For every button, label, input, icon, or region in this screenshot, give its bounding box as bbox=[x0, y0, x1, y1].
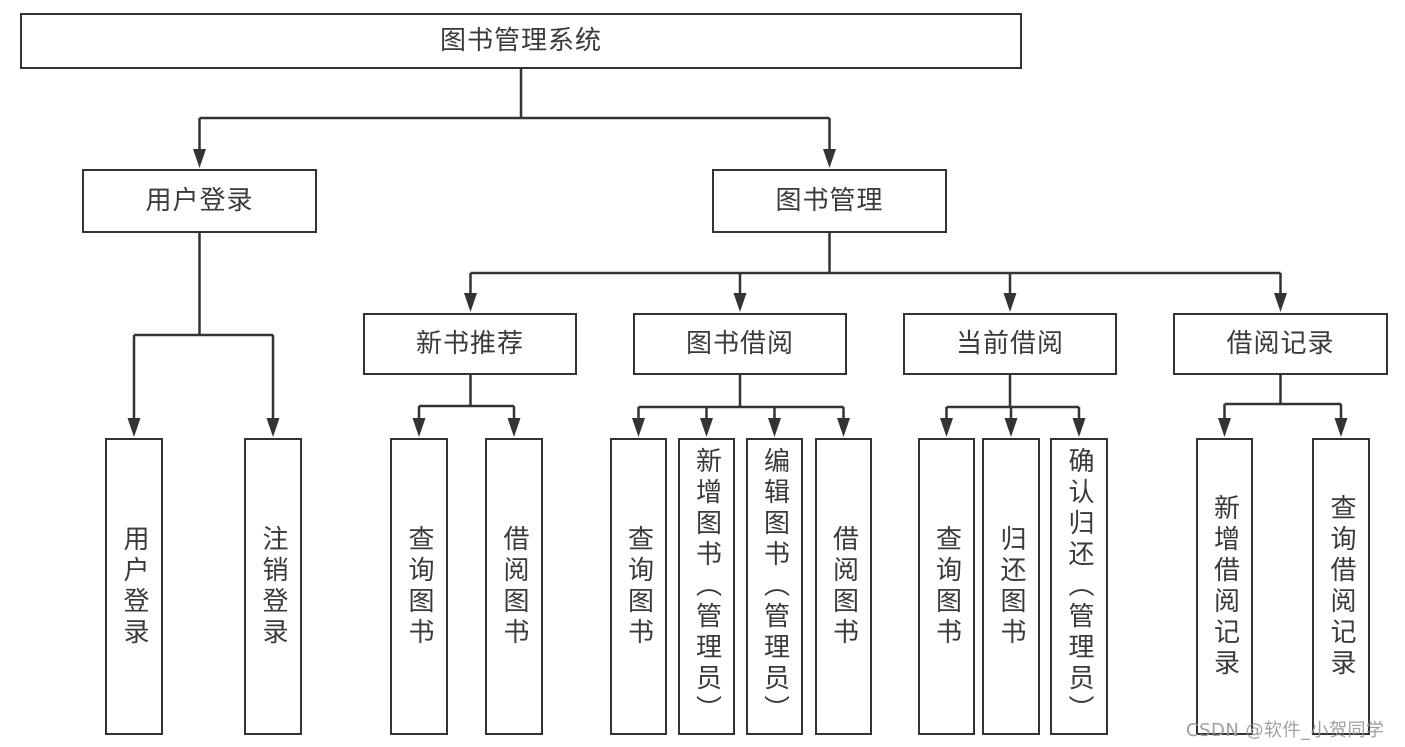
node-label: 当前借阅 bbox=[955, 329, 1064, 359]
arrowhead-icon bbox=[266, 418, 280, 437]
node-label: 用户登录 bbox=[119, 524, 149, 649]
node-label: 用户登录 bbox=[145, 186, 254, 216]
arrowhead-icons bbox=[127, 149, 1348, 437]
arrowhead-icon bbox=[127, 418, 141, 437]
node-label: 图书管理系统 bbox=[439, 26, 602, 56]
node-new-book-recommend: 新书推荐 bbox=[363, 313, 577, 375]
connector-lines bbox=[132, 69, 1343, 420]
node-leaf-add-books-admin: 新增图书（管理员） bbox=[678, 438, 735, 735]
csdn-watermark: CSDN @软件_小贺同学 bbox=[1186, 720, 1385, 741]
arrowhead-icon bbox=[1274, 293, 1287, 312]
node-label: 新增图书（管理员） bbox=[691, 447, 722, 726]
node-label: 借阅图书 bbox=[499, 524, 529, 649]
node-label: 图书管理 bbox=[775, 186, 884, 216]
arrowhead-icon bbox=[768, 418, 781, 437]
node-label: 新书推荐 bbox=[415, 329, 524, 359]
arrowhead-icon bbox=[507, 418, 521, 437]
arrowhead-icon bbox=[1218, 418, 1231, 437]
node-leaf-borrow-books-2: 借阅图书 bbox=[815, 438, 872, 735]
node-label: 借阅记录 bbox=[1226, 329, 1335, 359]
node-leaf-user-login: 用户登录 bbox=[105, 438, 163, 735]
node-label: 注销登录 bbox=[258, 524, 288, 649]
arrowhead-icon bbox=[464, 293, 477, 312]
arrowhead-icon bbox=[1003, 293, 1017, 312]
node-label: 图书借阅 bbox=[685, 329, 794, 359]
node-label: 查询图书 bbox=[404, 524, 434, 649]
node-current-borrow: 当前借阅 bbox=[903, 313, 1117, 375]
arrowhead-icon bbox=[1004, 418, 1018, 437]
arrowhead-icon bbox=[823, 149, 836, 168]
node-leaf-logout: 注销登录 bbox=[244, 438, 302, 735]
node-book-borrow: 图书借阅 bbox=[633, 313, 847, 375]
node-label: 归还图书 bbox=[996, 524, 1026, 649]
node-label: 借阅图书 bbox=[828, 524, 859, 649]
node-library-management-system: 图书管理系统 bbox=[20, 13, 1022, 69]
arrowhead-icon bbox=[632, 418, 645, 437]
node-leaf-borrow-books-1: 借阅图书 bbox=[485, 438, 543, 735]
node-label: 确认归还（管理员） bbox=[1064, 447, 1094, 726]
node-leaf-query-borrow-record: 查询借阅记录 bbox=[1312, 438, 1370, 735]
arrowhead-icon bbox=[700, 418, 713, 437]
arrowhead-icon bbox=[412, 418, 426, 437]
node-user-login: 用户登录 bbox=[82, 169, 317, 233]
node-leaf-confirm-return-admin: 确认归还（管理员） bbox=[1050, 438, 1108, 735]
node-label: 编辑图书（管理员） bbox=[759, 447, 790, 726]
node-leaf-return-books: 归还图书 bbox=[982, 438, 1040, 735]
node-leaf-add-borrow-record: 新增借阅记录 bbox=[1196, 438, 1253, 735]
arrowhead-icon bbox=[1334, 418, 1348, 437]
node-label: 查询借阅记录 bbox=[1326, 493, 1356, 680]
arrowhead-icon bbox=[940, 418, 953, 437]
node-leaf-query-books-1: 查询图书 bbox=[390, 438, 448, 735]
node-label: 查询图书 bbox=[623, 524, 654, 649]
node-leaf-edit-books-admin: 编辑图书（管理员） bbox=[746, 438, 803, 735]
arrowhead-icon bbox=[733, 293, 747, 312]
arrowhead-icon bbox=[193, 149, 206, 168]
arrowhead-icon bbox=[1072, 418, 1086, 437]
node-label: 查询图书 bbox=[931, 524, 962, 649]
node-book-management: 图书管理 bbox=[712, 169, 947, 233]
node-borrow-records: 借阅记录 bbox=[1173, 313, 1388, 375]
arrowhead-icon bbox=[837, 418, 850, 437]
node-leaf-query-books-2: 查询图书 bbox=[610, 438, 667, 735]
node-label: 新增借阅记录 bbox=[1209, 493, 1240, 680]
node-leaf-query-books-3: 查询图书 bbox=[918, 438, 975, 735]
